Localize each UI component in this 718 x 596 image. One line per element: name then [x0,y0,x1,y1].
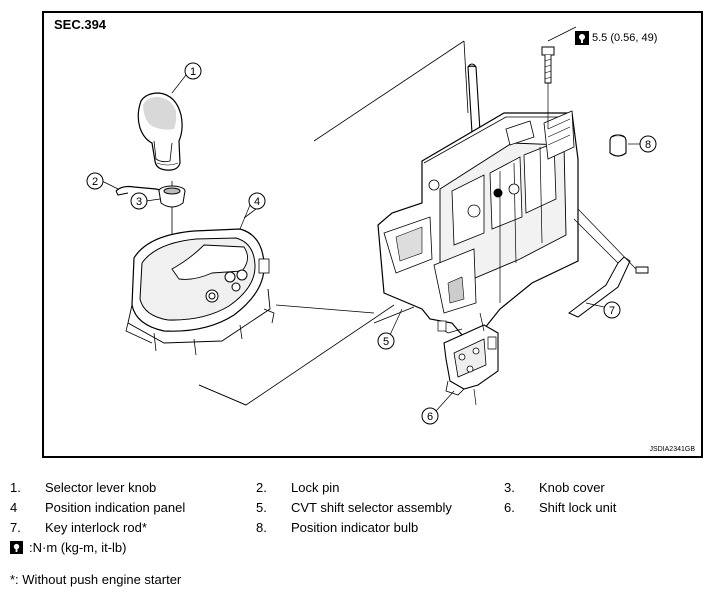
position-indicator-bulb [609,134,627,157]
position-indication-panel [125,228,275,356]
legend-label: Key interlock rod* [45,520,147,535]
callout-5: 5 [377,308,403,350]
callout-6-number: 6 [427,411,433,423]
legend-number: 1. [10,480,21,495]
exploded-view-drawing: 1 2 3 4 5 6 7 [86,26,657,425]
callout-7: 7 [585,301,621,319]
callout-2: 2 [86,172,119,190]
key-interlock-rod [568,208,649,318]
legend-number: 3. [504,480,515,495]
legend-number: 4 [10,500,18,515]
callout-5-number: 5 [383,336,389,348]
torque-unit-note: :N·m (kg-m, it-lb) [10,540,127,555]
callout-1: 1 [171,62,202,94]
legend-row: 4 Position indication panel 5. CVT shift… [10,500,710,520]
callout-3: 3 [130,192,161,210]
footnote: *: Without push engine starter [10,572,182,587]
legend-number: 2. [256,480,267,495]
torque-wrench-icon [10,541,23,554]
torque-wrench-icon [575,31,589,45]
torque-value: 5.5 (0.56, 49) [592,32,658,44]
legend-number: 7. [10,520,21,535]
torque-unit-label: :N·m (kg-m, it-lb) [29,540,127,555]
legend-label: Shift lock unit [539,500,617,515]
callout-4: 4 [239,192,266,230]
callout-8-number: 8 [645,139,651,151]
callout-4-number: 4 [254,196,260,208]
legend-row: 7. Key interlock rod* 8. Position indica… [10,520,710,540]
callout-1-number: 1 [190,66,196,78]
legend-label: Lock pin [291,480,340,495]
torque-spec: 5.5 (0.56, 49) [575,31,657,45]
legend-label: Position indication panel [45,500,186,515]
legend-label: CVT shift selector assembly [291,500,452,515]
callout-8: 8 [628,135,657,153]
shift-lock-unit [443,312,499,406]
legend-label: Position indicator bulb [291,520,419,535]
diagram-frame: SEC.394 [42,11,703,458]
callout-2-number: 2 [92,176,98,188]
legend-label: Knob cover [539,480,605,495]
legend-number: 5. [256,500,267,515]
knob-cover [158,185,186,208]
callout-6: 6 [421,390,455,425]
legend-number: 6. [504,500,515,515]
section-label: SEC.394 [54,17,107,32]
legend-number: 8. [256,520,267,535]
legend-row: 1. Selector lever knob 2. Lock pin 3. Kn… [10,480,710,500]
legend-label: Selector lever knob [45,480,157,495]
callout-3-number: 3 [136,196,142,208]
callout-7-number: 7 [609,305,615,317]
cvt-shift-selector-assembly [373,63,579,336]
mounting-bolt [541,26,577,129]
selector-lever-knob [137,92,183,171]
image-code: JSDIA2341GB [649,446,695,453]
